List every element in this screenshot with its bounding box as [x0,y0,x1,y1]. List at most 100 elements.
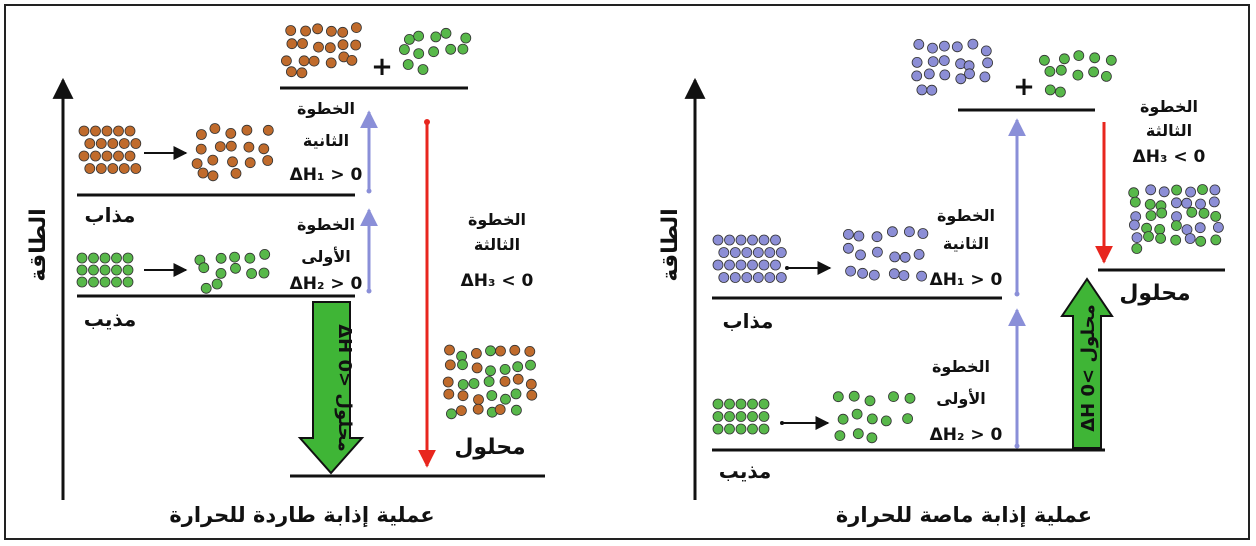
particle [964,68,975,80]
particle [211,278,223,290]
particle [866,432,878,444]
particle [834,430,846,442]
particle [312,23,324,35]
particle [511,404,522,416]
particle [460,32,472,44]
particle [889,251,901,263]
particle [735,423,747,435]
particle [209,123,221,134]
step3-enthalpy: ΔH₃ < 0 [1133,147,1206,167]
particle [1143,231,1154,242]
particle [1171,197,1182,209]
particle [510,388,522,400]
particle [494,404,506,415]
particle [741,247,753,258]
particle [280,55,292,67]
particle [770,234,781,246]
particle [241,124,253,136]
solvent-particles-packed [712,398,770,435]
energy-axis-label: الطاقة [26,208,51,281]
step2-subtitle: الثانية [303,131,349,150]
particle [851,408,863,420]
particle [1044,84,1056,96]
particle [483,376,495,387]
particle [243,141,255,153]
particle [430,31,442,43]
particle [1181,224,1193,236]
particle [939,69,951,81]
particle [118,163,130,174]
particle [857,267,868,279]
particle [444,344,455,356]
solution-particles-mixed [1128,184,1224,254]
particle [1210,234,1222,246]
particle [445,43,457,55]
particle [770,259,781,271]
particle [1072,69,1084,81]
particle [225,127,237,139]
particle [1156,207,1168,219]
particle [724,411,735,422]
particle [262,124,274,136]
particle [724,398,735,410]
particle [1129,196,1141,208]
particle [1195,198,1206,210]
particle [899,251,911,263]
particle [402,59,414,70]
particle [296,67,308,79]
step1-title: الخطوة [297,215,355,234]
enthalpy-solution-label: ΔH محلول >0 [1078,304,1099,432]
solvent-particles-packed [76,252,134,288]
particle [76,264,88,276]
particle [1131,243,1143,254]
particle [111,252,122,264]
step1-subtitle: الأولى [301,247,351,266]
particle [325,57,337,69]
step3-title: الخطوة [468,210,526,229]
particle [485,345,496,357]
particle [1101,71,1112,82]
particle [775,247,787,258]
particle [107,138,119,149]
solution-label: محلول [454,435,525,460]
particle [113,125,124,137]
particle [509,344,521,356]
step3-enthalpy: ΔH₃ < 0 [461,271,534,291]
particle [729,272,741,283]
particle [88,252,99,264]
solute-particles-separated [191,123,274,182]
particle [888,391,899,403]
particle [500,393,511,405]
particle [729,247,741,258]
solute-label: مذاب [723,309,774,333]
particle [95,163,107,174]
step2-subtitle: الثانية [943,234,989,253]
particle [758,423,770,435]
particle [1209,184,1221,196]
particle [923,68,935,80]
particle [1195,235,1207,247]
plus-sign: + [371,52,393,82]
particle [1154,223,1166,235]
particle [712,234,724,246]
particle [398,44,410,55]
particle [1145,184,1157,196]
particle [207,154,219,166]
particle [1198,207,1210,219]
enthalpy-big-arrow-down [297,301,365,475]
particle [225,140,237,152]
particle [898,270,910,281]
particle [76,252,88,264]
particle [246,268,258,279]
particle [84,138,96,149]
particle [1073,50,1085,61]
particle [230,167,242,179]
particle [871,231,883,243]
particle [122,264,134,276]
particle [911,57,923,68]
particle [524,345,536,357]
particle [298,55,310,67]
particle [1197,184,1208,195]
particle [526,389,538,401]
